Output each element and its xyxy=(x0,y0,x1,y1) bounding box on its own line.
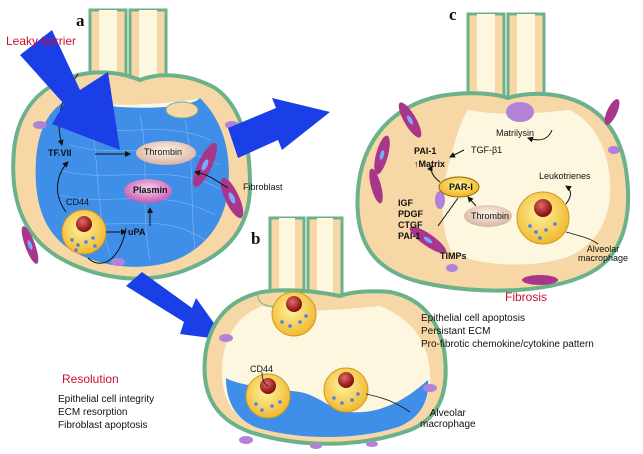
fibroblast-label: Fibroblast xyxy=(243,182,283,192)
fibrosis-point: Persistant ECM xyxy=(421,326,491,337)
tf-vii-label: TF.VII xyxy=(48,148,72,158)
macrophage-b-line1: Alveolar xyxy=(429,408,466,419)
fibrosis-points: Epithelial cell apoptosis Persistant ECM… xyxy=(421,312,594,351)
timps-label: TIMPs xyxy=(440,251,467,261)
upa-label: uPA xyxy=(128,227,146,237)
leaky-barrier-heading: Leaky barrier xyxy=(6,34,77,48)
growth-factor: CTGF xyxy=(398,220,423,230)
panel-b-letter: b xyxy=(251,229,261,248)
fibrosis-heading: Fibrosis xyxy=(505,290,548,304)
thrombin-c-label: Thrombin xyxy=(471,211,510,221)
resolution-point: ECM resorption xyxy=(58,407,128,418)
panel-a-letter: a xyxy=(76,11,85,30)
panel-c-letter: c xyxy=(449,5,457,24)
plasmin-label: Plasmin xyxy=(133,185,168,195)
thrombin-a-label: Thrombin xyxy=(144,147,183,157)
fibrosis-point: Epithelial cell apoptosis xyxy=(421,313,525,324)
growth-factor: PDGF xyxy=(398,209,424,219)
matrilysin-label: Matrilysin xyxy=(496,128,535,138)
par1-label: PAR-I xyxy=(449,182,473,192)
macrophage-c-label: Alveolar macrophage xyxy=(578,244,629,264)
growth-factor: PAI-1 xyxy=(398,231,421,241)
alveolus-a xyxy=(11,8,253,281)
matrix-label: ↑Matrix xyxy=(414,159,446,169)
arrow-to-resolution xyxy=(126,272,226,340)
pai1-top-label: PAI-1 xyxy=(414,146,437,156)
macrophage-b-label: Alveolar macrophage xyxy=(420,408,476,430)
tgfb1-label: TGF-β1 xyxy=(471,145,503,155)
macrophage-b-line2: macrophage xyxy=(420,418,476,430)
resolution-point: Epithelial cell integrity xyxy=(58,394,155,405)
alveolus-c xyxy=(355,12,631,293)
macrophage-c-line2: macrophage xyxy=(578,253,629,264)
resolution-points: Epithelial cell integrity ECM resorption… xyxy=(58,393,154,432)
growth-factor-list: IGF PDGF CTGF PAI-1 xyxy=(398,198,423,242)
resolution-point: Fibroblast apoptosis xyxy=(58,420,148,431)
leukotrienes-label: Leukotrienes xyxy=(539,171,591,181)
fibrosis-point: Pro-fibrotic chemokine/cytokine pattern xyxy=(421,339,594,350)
arrow-to-fibrosis xyxy=(228,98,330,158)
growth-factor: IGF xyxy=(398,198,413,208)
cd44-b-label: CD44 xyxy=(250,364,274,374)
cd44-a-label: CD44 xyxy=(66,197,90,207)
macrophage-c-line1: Alveolar xyxy=(586,244,620,254)
alveolus-b xyxy=(202,216,448,449)
resolution-heading: Resolution xyxy=(62,372,119,386)
